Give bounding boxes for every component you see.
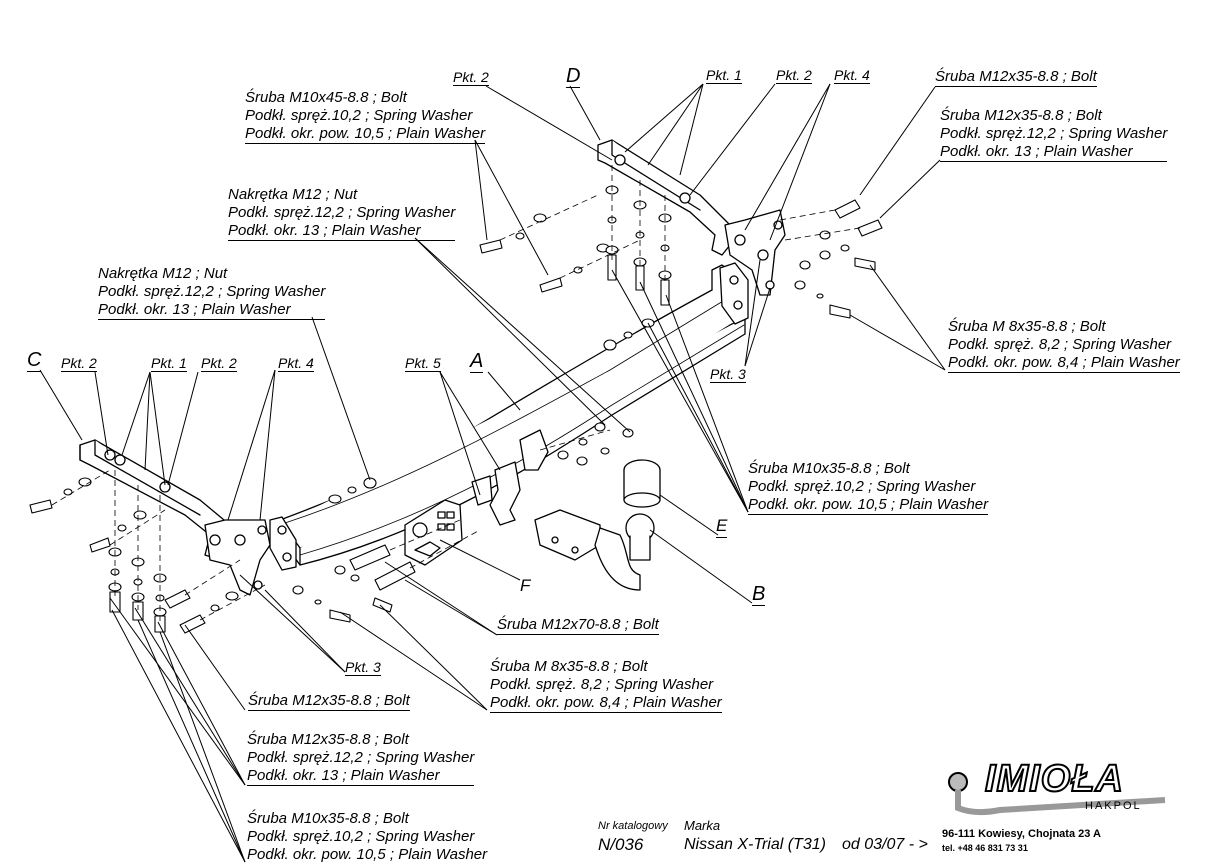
text-line: Podkł. spręż. 8,2 ; Spring Washer xyxy=(490,676,714,693)
label-bolt-m10x35-right: Śruba M10x35-8.8 ; Bolt Podkł. spręż.10,… xyxy=(748,460,989,515)
pkt-label: Pkt. 1 xyxy=(151,355,187,372)
text-line: Podkł. spręż.12,2 ; Spring Washer xyxy=(247,749,475,766)
towbar-b xyxy=(534,509,655,591)
text-line: Podkł. spręż. 8,2 ; Spring Washer xyxy=(948,336,1172,353)
text-line: Podkł. okr. 13 ; Plain Washer xyxy=(247,767,475,786)
text-line: Podkł. okr. 13 ; Plain Washer xyxy=(228,222,456,241)
label-bolt-m12x35-right-single: Śruba M12x35-8.8 ; Bolt xyxy=(935,68,1097,87)
leader-lines xyxy=(39,83,946,863)
make-value: Nissan X-Trial (T31) xyxy=(684,836,826,853)
part-letter-d: D xyxy=(566,65,581,88)
pkt-label: Pkt. 4 xyxy=(278,355,314,372)
pkt-label: Pkt. 2 xyxy=(201,355,237,372)
brand-sub: HAKPOL xyxy=(1085,800,1142,812)
part-letter-f: F xyxy=(520,576,531,595)
text-line: Podkł. okr. 13 ; Plain Washer xyxy=(940,143,1168,162)
part-letter-a: A xyxy=(470,350,484,373)
text-line: Śruba M12x35-8.8 ; Bolt xyxy=(935,68,1097,87)
socket-plate xyxy=(404,499,463,566)
text-line: Śruba M10x35-8.8 ; Bolt xyxy=(247,810,409,827)
pkt-label: Pkt. 1 xyxy=(706,67,742,84)
fasteners xyxy=(29,185,883,634)
label-nut-m12-top: Nakrętka M12 ; Nut Podkł. spręż.12,2 ; S… xyxy=(228,186,456,241)
text-line: Śruba M 8x35-8.8 ; Bolt xyxy=(490,658,648,675)
text-line: Nakrętka M12 ; Nut xyxy=(98,265,228,282)
label-bolt-m10x45-top: Śruba M10x45-8.8 ; Bolt Podkł. spręż.10,… xyxy=(245,89,486,144)
bracket-d xyxy=(597,139,786,296)
company-phone: tel. +48 46 831 73 31 xyxy=(942,843,1028,853)
text-line: Śruba M10x45-8.8 ; Bolt xyxy=(245,89,407,106)
text-line: Podkł. okr. pow. 8,4 ; Plain Washer xyxy=(490,694,722,713)
text-line: Podkł. okr. pow. 10,5 ; Plain Washer xyxy=(748,496,989,515)
text-line: Podkł. spręż.12,2 ; Spring Washer xyxy=(940,125,1168,142)
text-line: Śruba M10x35-8.8 ; Bolt xyxy=(748,460,910,477)
label-bolt-m12x70: Śruba M12x70-8.8 ; Bolt xyxy=(497,616,659,635)
text-line: Śruba M 8x35-8.8 ; Bolt xyxy=(948,318,1106,335)
text-line: Podkł. spręż.10,2 ; Spring Washer xyxy=(247,828,475,845)
text-line: Śruba M12x35-8.8 ; Bolt xyxy=(248,692,410,711)
text-line: Podkł. spręż.12,2 ; Spring Washer xyxy=(98,283,326,300)
ball-cover-e xyxy=(623,459,661,508)
catalog-number: N/036 xyxy=(598,835,644,854)
text-line: Podkł. spręż.10,2 ; Spring Washer xyxy=(748,478,976,495)
part-letter-e: E xyxy=(716,515,728,538)
date-range: od 03/07 - > xyxy=(842,836,928,853)
assembly-lines xyxy=(51,165,861,625)
label-bolt-m8x35-center: Śruba M 8x35-8.8 ; Bolt Podkł. spręż. 8,… xyxy=(490,658,722,713)
text-line: Śruba M12x70-8.8 ; Bolt xyxy=(497,616,659,635)
pkt-label: Pkt. 5 xyxy=(405,355,441,372)
label-bolt-m12x35-left-single: Śruba M12x35-8.8 ; Bolt xyxy=(248,692,410,711)
pkt-label: Pkt. 2 xyxy=(61,355,97,372)
logo-mark xyxy=(948,772,1166,816)
label-bolt-m12x35-right-set: Śruba M12x35-8.8 ; Bolt Podkł. spręż.12,… xyxy=(940,107,1168,162)
make-label: Marka xyxy=(684,818,721,833)
text-line: Podkł. okr. pow. 10,5 ; Plain Washer xyxy=(245,125,486,144)
label-bolt-m12x35-left-set: Śruba M12x35-8.8 ; Bolt Podkł. spręż.12,… xyxy=(247,731,475,786)
label-bolt-m10x35-left: Śruba M10x35-8.8 ; Bolt Podkł. spręż.10,… xyxy=(247,810,487,863)
text-line: Podkł. okr. 13 ; Plain Washer xyxy=(98,301,326,320)
brand-logo: IMIOŁA xyxy=(984,757,1124,801)
main-beam xyxy=(269,262,749,571)
text-line: Podkł. okr. pow. 10,5 ; Plain Washer xyxy=(247,846,488,863)
pkt-label: Pkt. 3 xyxy=(345,659,381,676)
text-line: Podkł. okr. pow. 8,4 ; Plain Washer xyxy=(948,354,1180,373)
text-line: Śruba M12x35-8.8 ; Bolt xyxy=(940,107,1102,124)
catalog-label: Nr katalogowy xyxy=(598,820,668,832)
pkt-label: Pkt. 4 xyxy=(834,67,870,84)
bracket-c xyxy=(79,439,271,596)
part-letter-b: B xyxy=(752,583,766,606)
label-bolt-m8x35-right: Śruba M 8x35-8.8 ; Bolt Podkł. spręż. 8,… xyxy=(948,318,1180,373)
pkt-label: Pkt. 3 xyxy=(710,366,746,383)
hook-plates xyxy=(471,429,549,526)
text-line: Podkł. spręż.10,2 ; Spring Washer xyxy=(245,107,473,124)
pkt-label: Pkt. 2 xyxy=(776,67,812,84)
pkt-label: Pkt. 2 xyxy=(453,69,489,86)
company-address: 96-111 Kowiesy, Chojnata 23 A xyxy=(942,828,1101,840)
text-line: Podkł. spręż.12,2 ; Spring Washer xyxy=(228,204,456,221)
text-line: Nakrętka M12 ; Nut xyxy=(228,186,358,203)
text-line: Śruba M12x35-8.8 ; Bolt xyxy=(247,731,409,748)
label-nut-m12-left: Nakrętka M12 ; Nut Podkł. spręż.12,2 ; S… xyxy=(98,265,326,320)
part-letter-c: C xyxy=(27,349,42,372)
